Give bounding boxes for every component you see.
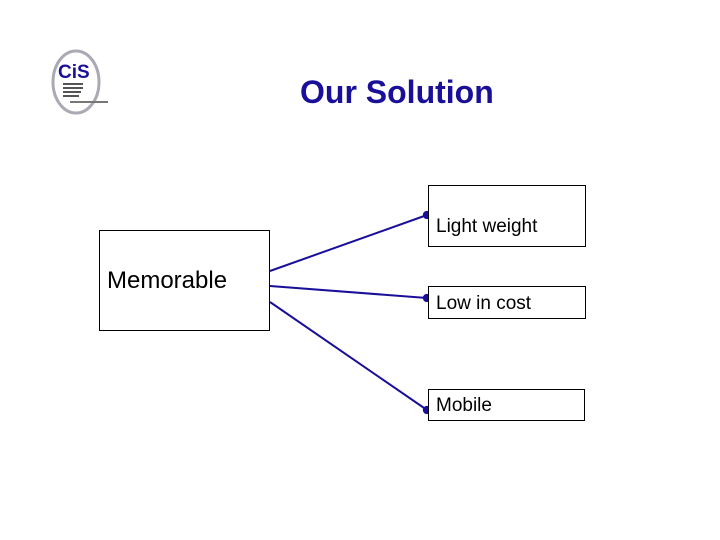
source-box-memorable: Memorable bbox=[99, 230, 270, 331]
svg-text:CiS: CiS bbox=[58, 62, 90, 83]
connector-light-weight bbox=[269, 210, 432, 272]
connector-low-in-cost bbox=[269, 285, 432, 303]
cis-logo-mark: CiS bbox=[51, 49, 108, 115]
target-box-label: Mobile bbox=[436, 395, 492, 416]
target-box-low-in-cost: Low in cost bbox=[428, 286, 586, 319]
cis-logo: CiS bbox=[50, 48, 114, 120]
connector-mobile bbox=[269, 301, 432, 415]
target-box-label: Light weight bbox=[436, 216, 538, 237]
slide-title: Our Solution bbox=[300, 74, 494, 110]
target-box-label: Low in cost bbox=[436, 293, 532, 314]
target-box-light-weight: Light weight bbox=[428, 185, 586, 247]
source-box-label: Memorable bbox=[107, 267, 228, 294]
target-box-mobile: Mobile bbox=[428, 389, 585, 421]
